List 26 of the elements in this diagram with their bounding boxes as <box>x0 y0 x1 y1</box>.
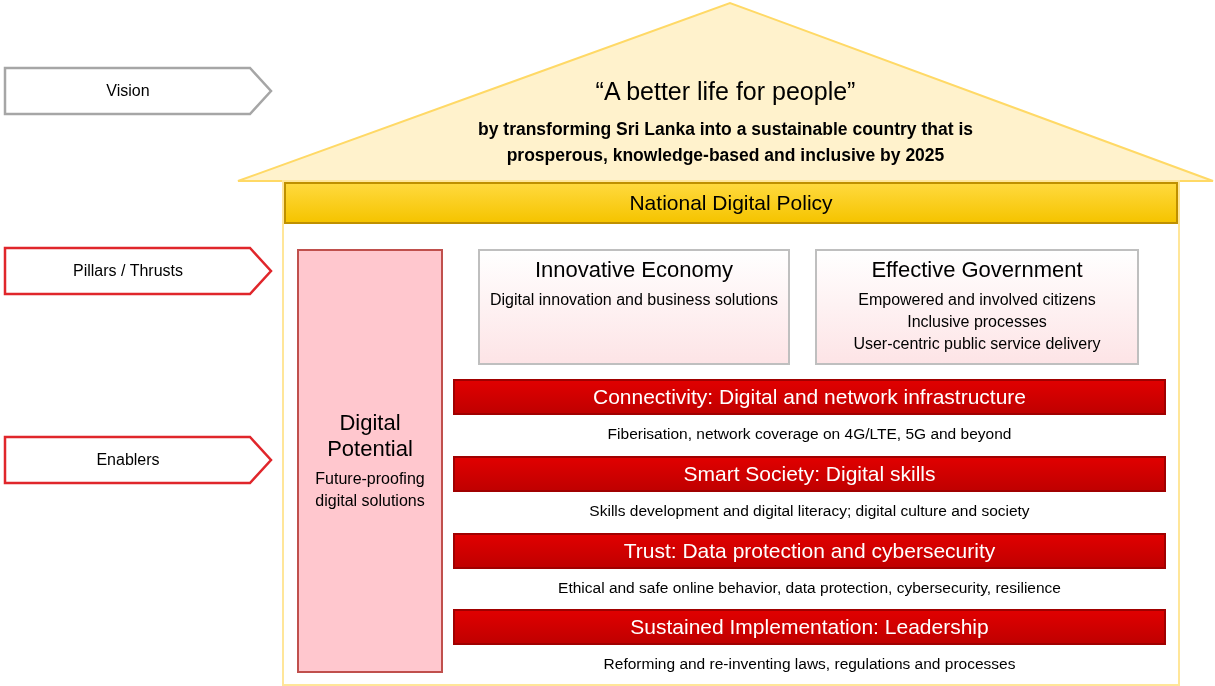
pillar-heading: Innovative Economy <box>534 257 734 283</box>
enabler-description: Fiberisation, network coverage on 4G/LTE, 5G and beyond <box>606 425 1013 443</box>
enabler-banner: Sustained Implementation: Leadership <box>453 609 1166 645</box>
pillar-description: Inclusive processes <box>907 312 1047 332</box>
enabler-banner: Smart Society: Digital skills <box>453 456 1166 492</box>
row-label: Pillars / Thrusts <box>73 262 183 280</box>
enabler-banner: Connectivity: Digital and network infrastructure <box>453 379 1166 415</box>
row-label: Enablers <box>96 451 160 469</box>
pillar-description: Empowered and involved citizens <box>858 290 1096 310</box>
pillar-heading: Effective Government <box>871 257 1083 283</box>
enabler-description: Reforming and re-inventing laws, regulations and processes <box>602 655 1017 673</box>
pillar-column <box>297 249 443 673</box>
vision-statement: by transforming Sri Lanka into a sustainable country that is prosperous, knowledge-based and inclusive by 2025 <box>477 117 974 167</box>
pillar-description: Future-proofing digital solutions <box>314 469 426 511</box>
pillar-card <box>815 249 1139 365</box>
vision-quote: “A better life for people” <box>595 76 856 106</box>
row-label: Vision <box>106 82 150 100</box>
pillar-description: Digital innovation and business solutions <box>489 290 779 310</box>
enabler-description: Skills development and digital literacy; digital culture and society <box>588 502 1031 520</box>
pillar-card <box>478 249 790 365</box>
pillar-heading: Digital Potential <box>326 410 414 462</box>
policy-banner: National Digital Policy <box>284 182 1178 224</box>
enabler-banner: Trust: Data protection and cybersecurity <box>453 533 1166 569</box>
pillar-description: User-centric public service delivery <box>853 334 1101 354</box>
house-frame <box>282 180 1180 686</box>
enabler-description: Ethical and safe online behavior, data protection, cybersecurity, resilience <box>557 579 1062 597</box>
